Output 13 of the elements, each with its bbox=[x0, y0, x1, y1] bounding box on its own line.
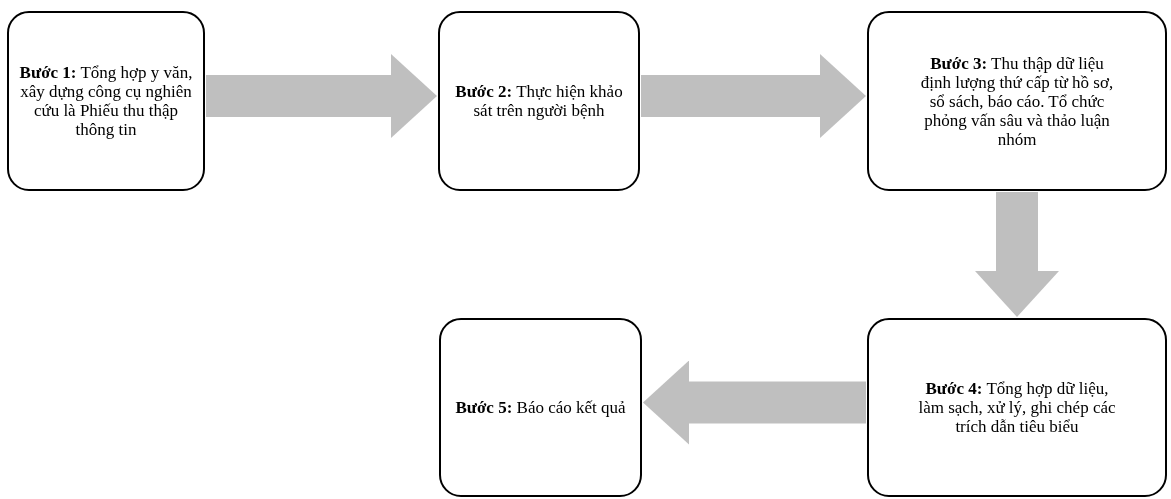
step-text: Bước 5: Báo cáo kết quả bbox=[455, 398, 626, 417]
step-box bbox=[867, 11, 1167, 191]
step-text: Bước 3: Thu thập dữ liệu định lượng thứ cấp từ hồ sơ, sổ sách, báo cáo. Tổ chức phỏng vấn sâu và thảo luận nhóm bbox=[919, 53, 1115, 149]
step-text: Bước 1: Tổng hợp y văn, xây dựng công cụ nghiên cứu là Phiếu thu thập thông tin bbox=[18, 63, 194, 139]
step-box bbox=[438, 11, 640, 191]
block-arrow bbox=[975, 192, 1059, 317]
step-text: Bước 2: Thực hiện khảo sát trên người bệnh bbox=[454, 82, 624, 120]
block-arrow bbox=[641, 54, 866, 138]
block-arrow bbox=[206, 54, 437, 138]
step-text: Bước 4: Tổng hợp dữ liệu, làm sạch, xử lý, ghi chép các trích dẫn tiêu biểu bbox=[917, 379, 1117, 436]
step-box bbox=[867, 318, 1167, 497]
step-box bbox=[439, 318, 642, 497]
step-box bbox=[7, 11, 205, 191]
